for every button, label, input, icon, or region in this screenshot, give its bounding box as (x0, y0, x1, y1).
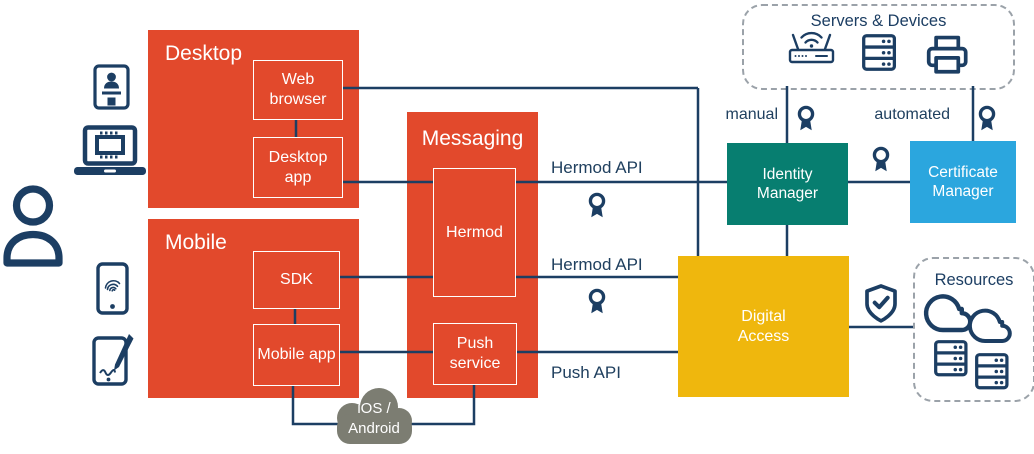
mobile-group-title: Mobile (165, 231, 227, 254)
automated-label: automated (874, 106, 950, 123)
servers-devices-title: Servers & Devices (810, 12, 947, 30)
certificate-manager-label: Certificate Manager (928, 163, 998, 200)
messaging-group-title: Messaging (421, 127, 524, 150)
web-browser-box: Web browser (253, 60, 343, 120)
mobile-app-label: Mobile app (257, 346, 336, 364)
award-ribbon-icon (978, 105, 996, 132)
identity-manager-box: Identity Manager (727, 143, 848, 225)
manual-label: manual (725, 106, 778, 123)
award-ribbon-icon (588, 288, 606, 315)
push-service-label: Push service (449, 335, 501, 372)
ios-android-label: iOS / Android (348, 400, 400, 437)
phone-fingerprint-icon (96, 262, 129, 315)
digital-access-box: Digital Access (678, 256, 849, 397)
id-card-icon (93, 64, 130, 110)
desktop-group-title: Desktop (165, 42, 243, 65)
award-ribbon-icon (872, 146, 890, 173)
resources-title: Resources (934, 271, 1014, 289)
push-service-box: Push service (433, 323, 517, 385)
desktop-app-label: Desktop app (268, 148, 328, 186)
identity-manager-label: Identity Manager (756, 165, 819, 202)
user-icon (3, 185, 63, 267)
digital-access-label: Digital Access (737, 307, 790, 345)
shield-check-icon (867, 286, 895, 321)
sdk-box: SDK (253, 251, 340, 309)
hermod-api-bottom-label: Hermod API (551, 255, 643, 274)
servers-devices-zone: Servers & Devices (742, 4, 1015, 90)
award-ribbon-icon (588, 192, 606, 219)
resources-zone: Resources (913, 257, 1034, 402)
desktop-app-box: Desktop app (253, 137, 343, 198)
mobile-app-box: Mobile app (253, 324, 340, 386)
tablet-signature-icon (92, 334, 134, 386)
web-browser-label: Web browser (269, 71, 327, 108)
certificate-manager-box: Certificate Manager (910, 141, 1016, 223)
hermod-label: Hermod (446, 223, 503, 241)
award-ribbon-icon (797, 105, 815, 132)
hermod-box: Hermod (433, 168, 516, 297)
push-api-label: Push API (551, 363, 621, 382)
hermod-api-top-label: Hermod API (551, 158, 643, 177)
sdk-label: SDK (280, 271, 313, 289)
laptop-icon (74, 125, 146, 175)
